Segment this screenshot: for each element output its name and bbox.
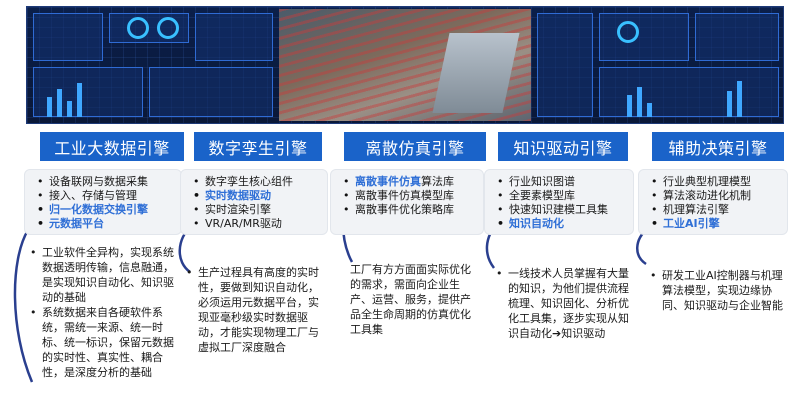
feature-item: 行业知识图谱: [497, 175, 625, 189]
feature-item: 离散事件仿真算法库: [343, 175, 475, 189]
feature-item: 全要素模型库: [497, 189, 625, 203]
description-item: 一线技术人员掌握有大量的知识，为他们提供流程梳理、知识固化、分析优化工具集，逐步…: [496, 266, 630, 341]
description-item: 工业软件全异构，实现系统数据透明传输，信息融通，是实现知识自动化、知识驱动的基础: [30, 245, 180, 305]
feature-item: 设备联网与数据采集: [37, 175, 173, 189]
feature-box-digitaltwin: 数字孪生核心组件 实时数据驱动 实时渲染引擎 VR/AR/MR驱动: [180, 169, 328, 235]
feature-item: 算法滚动进化机制: [651, 189, 779, 203]
dashboard-panel: [695, 13, 779, 61]
description-item: 系统数据来自各硬软件系统，需统一来源、统一时标、统一标识，保留元数据的实时性、真…: [30, 305, 180, 380]
feature-box-bigdata: 设备联网与数据采集 接入、存储与管理 归一化数据交换引擎 元数据平台: [24, 169, 182, 235]
feature-item-highlight: 工业AI引擎: [651, 217, 779, 231]
dashboard-panel: [599, 13, 689, 61]
feature-item: 离散事件优化策略库: [343, 203, 475, 217]
feature-item: 接入、存储与管理: [37, 189, 173, 203]
dashboard-panel: [537, 13, 593, 117]
feature-item: 实时渲染引擎: [193, 203, 319, 217]
feature-item: 离散事件仿真模型库: [343, 189, 475, 203]
engine-description-decision: 研发工业AI控制器与机理算法模型，实现边缘协同、知识驱动与企业智能: [650, 268, 790, 313]
feature-item: VR/AR/MR驱动: [193, 217, 319, 231]
feature-item: 机理算法引擎: [651, 203, 779, 217]
factory-3d-view: [279, 9, 531, 121]
engine-description-digitaltwin: 生产过程具有高度的实时性，要做到知识自动化，必须运用元数据平台，实现亚毫秒级实时…: [186, 265, 326, 355]
gauge-icon: [617, 21, 639, 43]
feature-box-knowledge: 行业知识图谱 全要素模型库 快速知识建模工具集 知识自动化: [484, 169, 634, 235]
dashboard-panel: [149, 67, 273, 117]
feature-box-decision: 行业典型机理模型 算法滚动进化机制 机理算法引擎 工业AI引擎: [638, 169, 788, 235]
feature-item-highlight: 元数据平台: [37, 217, 173, 231]
engine-description-bigdata: 工业软件全异构，实现系统数据透明传输，信息融通，是实现知识自动化、知识驱动的基础…: [30, 245, 180, 380]
engine-description-knowledge: 一线技术人员掌握有大量的知识，为他们提供流程梳理、知识固化、分析优化工具集，逐步…: [496, 266, 630, 341]
dashboard-screenshot: [26, 6, 784, 124]
feature-item-highlight: 归一化数据交换引擎: [37, 203, 173, 217]
feature-box-discretesim: 离散事件仿真算法库 离散事件仿真模型库 离散事件优化策略库: [330, 169, 484, 235]
description-item: 研发工业AI控制器与机理算法模型，实现边缘协同、知识驱动与企业智能: [650, 268, 790, 313]
description-item: 生产过程具有高度的实时性，要做到知识自动化，必须运用元数据平台，实现亚毫秒级实时…: [186, 265, 326, 355]
gauge-icon: [157, 17, 179, 39]
feature-item: 数字孪生核心组件: [193, 175, 319, 189]
feature-item-highlight: 实时数据驱动: [193, 189, 319, 203]
gauge-icon: [127, 17, 149, 39]
dashboard-panel: [195, 13, 273, 61]
engine-description-discretesim: 工厂有方方面面实际优化的需求，需面向企业生产、运营、服务，提供产品全生命周期的仿…: [350, 262, 478, 337]
feature-item-highlight: 知识自动化: [497, 217, 625, 231]
dashboard-panel: [599, 67, 779, 117]
engine-header-decision: 辅助决策引擎: [652, 132, 784, 161]
dashboard-panel: [33, 13, 103, 61]
description-item: 工厂有方方面面实际优化的需求，需面向企业生产、运营、服务，提供产品全生命周期的仿…: [350, 263, 471, 336]
feature-item: 快速知识建模工具集: [497, 203, 625, 217]
engine-header-digitaltwin: 数字孪生引擎: [194, 132, 322, 161]
engine-header-bigdata: 工业大数据引擎: [40, 132, 184, 161]
feature-item: 行业典型机理模型: [651, 175, 779, 189]
engine-header-discretesim: 离散仿真引擎: [344, 132, 486, 161]
engine-header-knowledge: 知识驱动引擎: [498, 132, 628, 161]
